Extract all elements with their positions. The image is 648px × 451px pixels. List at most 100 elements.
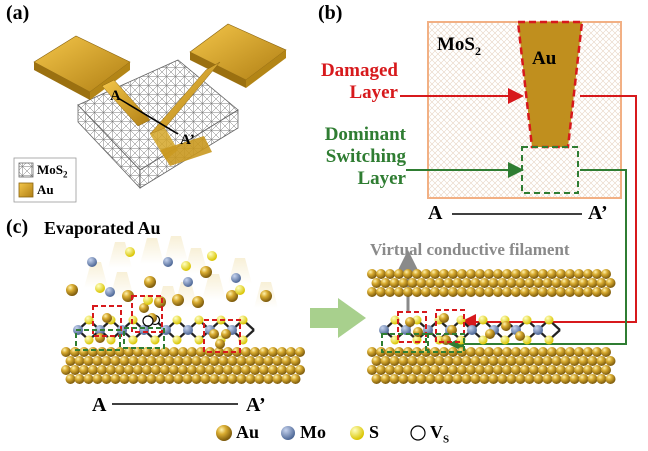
au-atom [376,269,386,279]
au-atom [403,269,413,279]
au-atom [79,365,89,375]
au-atom [119,374,130,384]
au-atom [515,374,526,384]
au-atom [119,356,130,366]
au-atom [502,365,512,375]
au-atom [394,269,404,279]
au-atom [448,287,458,297]
au-atom [461,374,472,384]
au-atom [295,347,305,357]
au-electrode-label: Au [532,48,557,69]
legend-mos2-label: MoS2 [37,162,68,180]
au-atom [565,269,575,279]
au-atom [380,356,391,366]
au-atom [371,356,382,366]
au-atom [106,347,116,357]
s-atom [522,315,532,325]
au-atom [187,365,197,375]
panel-label-a: (a) [6,2,30,24]
mo-atom [183,277,193,287]
device-3d-illustration [33,23,287,190]
s-atom [150,335,160,345]
s-atom [125,247,135,257]
au-atom [538,347,548,357]
au-atom [389,356,400,366]
au-atom [601,287,611,297]
au-atom [439,269,449,279]
mo-atom [467,325,477,335]
au-atom [493,347,503,357]
au-atom [200,374,211,384]
au-atom [137,356,148,366]
au-atom [485,329,495,339]
au-atom [200,266,212,278]
au-atom [65,374,76,384]
au-atom [192,296,204,308]
switching-box-2 [123,327,165,349]
au-atom [182,356,193,366]
au-atom [448,365,458,375]
au-atom [583,347,593,357]
au-atom [227,356,238,366]
s-vacancy [142,315,154,327]
au-atom [260,290,272,302]
s-atom [128,335,138,345]
au-atom [200,356,211,366]
au-atom [533,278,544,288]
au-atom [385,287,395,297]
legend-au-label: Au [37,182,54,197]
au-atom [223,365,233,375]
au-atom [583,287,593,297]
au-atom [191,356,202,366]
au-atom [560,278,571,288]
au-atom [434,278,445,288]
au-atom [241,347,251,357]
au-atom [74,374,85,384]
au-atom [524,356,535,366]
au-atom [452,374,463,384]
au-atom [457,287,467,297]
au-atom [272,374,283,384]
au-atom [547,347,557,357]
au-atom [146,374,157,384]
damaged-box-2 [131,295,163,333]
au-atom [412,269,422,279]
au-atom [425,374,436,384]
au-atom [218,356,229,366]
au-atom [479,356,490,366]
au-atom [371,374,382,384]
au-atom [97,365,107,375]
au-atom [236,356,247,366]
process-arrow [310,298,366,338]
au-atom [520,269,530,279]
au-atom [497,278,508,288]
au-atom [547,365,557,375]
au-atom [565,365,575,375]
au-atom [533,374,544,384]
au-atom [574,269,584,279]
au-atom [385,269,395,279]
au-atom [259,365,269,375]
au-atom [547,269,557,279]
au-atom [385,365,395,375]
s-atom [172,335,182,345]
au-atom [367,269,377,279]
au-atom [520,287,530,297]
au-atom [241,365,251,375]
au-atom [529,287,539,297]
s-atom [478,315,488,325]
au-atom [367,347,377,357]
au-atom [452,278,463,288]
au-legend-swatch [18,182,34,198]
au-atom [538,365,548,375]
au-atom [173,356,184,366]
au-atom [439,313,449,323]
au-atom [102,313,112,323]
au-atom [66,284,78,296]
au-atom [497,356,508,366]
au-atom [232,365,242,375]
s-atom [235,285,245,295]
au-atom [605,356,616,366]
s-atom [478,335,488,345]
